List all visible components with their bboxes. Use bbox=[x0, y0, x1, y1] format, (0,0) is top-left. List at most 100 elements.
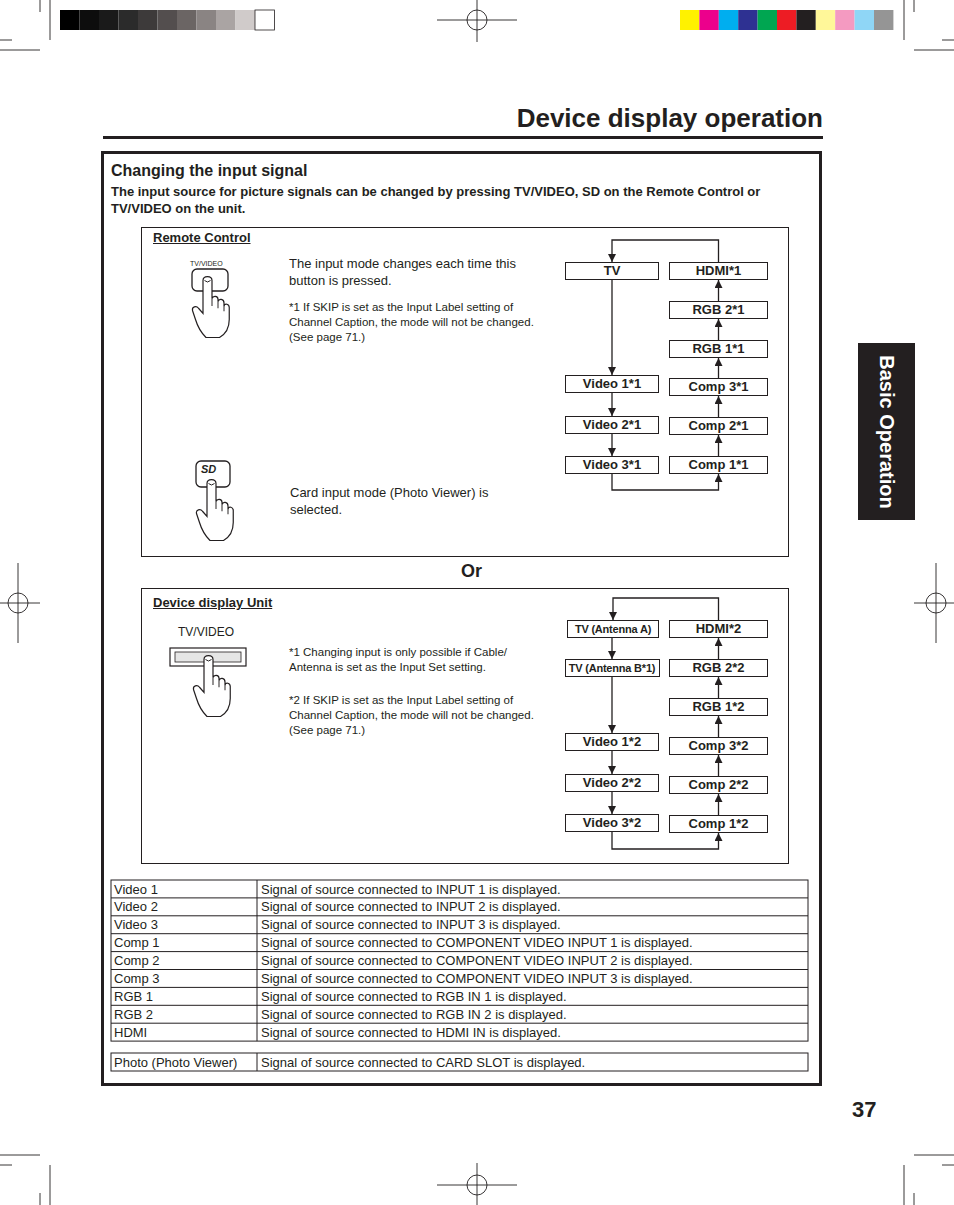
flow-arrow bbox=[718, 716, 719, 737]
flow-arrow bbox=[612, 832, 719, 849]
input-mode-box: Comp 2*2 bbox=[669, 776, 768, 794]
flow-arrow bbox=[718, 794, 719, 815]
box-label: Comp 3*2 bbox=[689, 738, 749, 754]
input-mode-box: TV (Antenna B*1) bbox=[565, 659, 660, 677]
input-mode-box: Video 2*2 bbox=[565, 774, 659, 792]
heading: Remote Control bbox=[153, 230, 251, 246]
gray-scale-bar bbox=[60, 10, 275, 30]
table-cell: Signal of source connected to COMPONENT … bbox=[261, 971, 693, 986]
registration-circle bbox=[8, 593, 28, 613]
flow-arrow bbox=[612, 474, 719, 490]
section-tab: Basic Operation bbox=[858, 343, 915, 520]
table-cell: Signal of source connected to CARD SLOT … bbox=[261, 1055, 585, 1070]
color-patch bbox=[874, 10, 893, 30]
crop-mark bbox=[0, 1155, 50, 1205]
flow-arrow bbox=[613, 598, 719, 620]
input-mode-box: RGB 2*1 bbox=[669, 301, 768, 319]
tab-label: Basic Operation bbox=[876, 355, 898, 508]
input-mode-box: Video 1*1 bbox=[565, 375, 659, 393]
input-mode-box: Comp 3*1 bbox=[669, 378, 768, 396]
flow-arrow bbox=[718, 280, 719, 301]
table-cell: Comp 2 bbox=[114, 953, 160, 968]
crop-mark bbox=[904, 1155, 954, 1205]
table-cell: Signal of source connected to INPUT 2 is… bbox=[261, 899, 561, 914]
color-patch bbox=[197, 10, 217, 30]
body-text: *1 If SKIP is set as the Input Label set… bbox=[289, 300, 534, 345]
color-patch bbox=[119, 10, 139, 30]
box-label: RGB 1*1 bbox=[692, 341, 744, 357]
flow-arrow bbox=[718, 319, 719, 340]
table-cell: Signal of source connected to INPUT 3 is… bbox=[261, 917, 561, 932]
color-patch bbox=[699, 10, 718, 30]
table-cell: Video 2 bbox=[114, 899, 158, 914]
input-mode-box: RGB 1*2 bbox=[669, 698, 768, 716]
signal-table-grid bbox=[111, 880, 808, 1071]
registration-circle bbox=[467, 1175, 487, 1195]
color-patch bbox=[816, 10, 835, 30]
table-cell: Signal of source connected to HDMI IN is… bbox=[261, 1025, 561, 1040]
flow-arrow bbox=[611, 751, 612, 774]
table-rules bbox=[257, 1053, 258, 1071]
input-mode-box: Video 3*1 bbox=[565, 456, 659, 474]
table-cell: Comp 3 bbox=[114, 971, 160, 986]
table-cell: Photo (Photo Viewer) bbox=[114, 1055, 237, 1070]
box-label: RGB 2*1 bbox=[692, 302, 744, 318]
color-patch bbox=[138, 10, 158, 30]
flow-arrow bbox=[718, 396, 719, 417]
input-mode-box: Comp 2*1 bbox=[669, 417, 768, 435]
remote-sd-button bbox=[196, 461, 233, 541]
box-label: Video 2*2 bbox=[583, 775, 641, 791]
table-border bbox=[111, 1053, 808, 1071]
crop-mark bbox=[0, 0, 50, 50]
input-mode-box: TV bbox=[565, 262, 659, 280]
color-patch bbox=[99, 10, 119, 30]
color-patch bbox=[177, 10, 197, 30]
body-text: Card input mode (Photo Viewer) is select… bbox=[290, 484, 530, 518]
color-patch bbox=[719, 10, 738, 30]
input-mode-box: Comp 1*2 bbox=[669, 815, 768, 833]
color-patch bbox=[236, 10, 256, 30]
flow-arrow bbox=[611, 792, 612, 814]
input-mode-box: Video 2*1 bbox=[565, 416, 659, 434]
box-label: Comp 2*2 bbox=[689, 777, 749, 793]
input-mode-box: Comp 3*2 bbox=[669, 737, 768, 755]
box-label: HDMI*1 bbox=[696, 263, 742, 279]
flow-arrow bbox=[611, 434, 612, 456]
body-text: *2 If SKIP is set as the Input Label set… bbox=[289, 693, 539, 738]
box-label: Comp 3*1 bbox=[689, 379, 749, 395]
flow-arrow bbox=[612, 240, 719, 262]
device-unit-panel: Device display Unit*1 Changing input is … bbox=[141, 588, 789, 864]
table-cell: RGB 2 bbox=[114, 1007, 153, 1022]
flow-arrow bbox=[718, 677, 719, 698]
flow-arrow bbox=[718, 358, 719, 378]
remote-control-panel: Remote ControlThe input mode changes eac… bbox=[141, 227, 789, 557]
pressing-hand bbox=[193, 656, 230, 717]
table-rules bbox=[111, 880, 808, 1041]
flow-arrow bbox=[611, 638, 612, 659]
input-mode-box: HDMI*1 bbox=[669, 262, 768, 280]
box-label: RGB 1*2 bbox=[692, 699, 744, 715]
page-title: Device display operation bbox=[103, 103, 823, 133]
color-patch bbox=[255, 10, 275, 30]
input-mode-box: Video 1*2 bbox=[565, 733, 659, 751]
color-patch bbox=[680, 10, 699, 30]
table-cell: Signal of source connected to COMPONENT … bbox=[261, 935, 693, 950]
box-label: Video 2*1 bbox=[583, 417, 641, 433]
color-patch bbox=[738, 10, 757, 30]
flow-arrow bbox=[611, 280, 612, 375]
or-label: Or bbox=[461, 561, 482, 581]
table-cell: Video 3 bbox=[114, 917, 158, 932]
table-cell: Signal of source connected to COMPONENT … bbox=[261, 953, 693, 968]
color-patch bbox=[835, 10, 854, 30]
registration-circle bbox=[926, 593, 946, 613]
page-number: 37 bbox=[852, 1098, 876, 1122]
input-mode-box: HDMI*2 bbox=[669, 620, 768, 638]
body-text: The input mode changes each time this bu… bbox=[289, 255, 544, 289]
button-label: TV/VIDEO bbox=[190, 260, 223, 268]
input-mode-box: TV (Antenna A) bbox=[567, 620, 659, 638]
heading: Device display Unit bbox=[153, 595, 272, 611]
color-bar bbox=[680, 10, 893, 30]
sd-logo: SD bbox=[201, 463, 216, 475]
